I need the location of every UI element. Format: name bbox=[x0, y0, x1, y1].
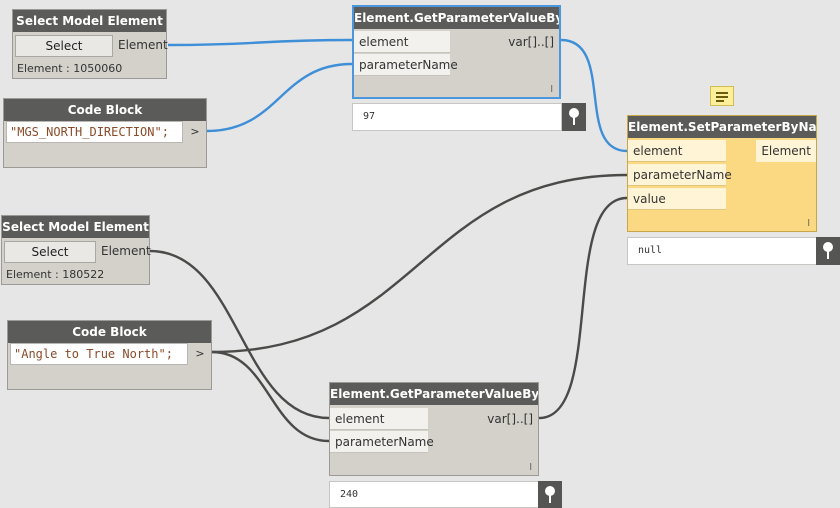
input-port-element[interactable]: element bbox=[354, 31, 450, 53]
pin-button[interactable] bbox=[562, 103, 586, 131]
code-input[interactable]: "MGS_NORTH_DIRECTION"; bbox=[6, 121, 183, 143]
lacing-indicator[interactable]: l bbox=[550, 85, 553, 95]
output-port-element[interactable]: Element bbox=[101, 244, 151, 258]
message-icon[interactable] bbox=[710, 86, 734, 106]
preview-bubble-2[interactable]: 240 bbox=[329, 481, 539, 508]
pin-button[interactable] bbox=[538, 481, 562, 508]
pin-button[interactable] bbox=[816, 237, 840, 265]
pin-icon bbox=[545, 486, 555, 503]
get-parameter-value-node-1[interactable]: Element.GetParameterValueByName element … bbox=[352, 5, 561, 99]
get-parameter-value-node-2[interactable]: Element.GetParameterValueByName element … bbox=[329, 382, 539, 476]
selected-element-id: Element : 180522 bbox=[6, 268, 105, 281]
wire-getparam1-to-setparam-element[interactable] bbox=[560, 38, 628, 153]
select-model-element-node-1[interactable]: Select Model Element Select Element Elem… bbox=[12, 9, 168, 79]
code-block-node-2[interactable]: Code Block "Angle to True North"; > bbox=[7, 320, 212, 390]
node-title[interactable]: Element.GetParameterValueByName bbox=[354, 7, 559, 29]
code-block-node-1[interactable]: Code Block "MGS_NORTH_DIRECTION"; > bbox=[3, 98, 207, 168]
node-title[interactable]: Element.SetParameterByName bbox=[628, 116, 816, 138]
lacing-indicator[interactable]: l bbox=[529, 463, 532, 473]
output-port[interactable]: > bbox=[190, 125, 200, 138]
wire-code2-to-setparam-parametername[interactable] bbox=[211, 173, 628, 354]
input-port-value[interactable]: value bbox=[628, 188, 726, 210]
input-port-element[interactable]: element bbox=[628, 140, 726, 162]
selected-element-id: Element : 1050060 bbox=[17, 62, 123, 75]
input-port-element[interactable]: element bbox=[330, 408, 428, 430]
preview-bubble-set[interactable]: null bbox=[627, 237, 817, 265]
output-port-element[interactable]: Element bbox=[118, 38, 168, 52]
wire-code2-to-getparam2-parametername[interactable] bbox=[211, 350, 330, 443]
node-title[interactable]: Select Model Element bbox=[2, 216, 149, 238]
lacing-indicator[interactable]: l bbox=[807, 219, 810, 229]
node-title[interactable]: Code Block bbox=[4, 99, 206, 121]
node-title[interactable]: Select Model Element bbox=[13, 10, 166, 32]
input-port-parametername[interactable]: parameterName bbox=[354, 54, 458, 76]
output-port-element[interactable]: Element bbox=[756, 140, 816, 162]
input-port-parametername[interactable]: parameterName bbox=[628, 164, 732, 186]
pin-icon bbox=[569, 108, 579, 125]
input-port-parametername[interactable]: parameterName bbox=[330, 431, 434, 453]
set-parameter-by-name-node[interactable]: Element.SetParameterByName element param… bbox=[627, 115, 817, 232]
pin-icon bbox=[823, 242, 833, 259]
wire-code1-to-getparam1-parametername[interactable] bbox=[206, 62, 353, 133]
select-button[interactable]: Select bbox=[4, 241, 96, 263]
select-model-element-node-2[interactable]: Select Model Element Select Element Elem… bbox=[1, 215, 151, 285]
output-port-var[interactable]: var[]..[] bbox=[508, 35, 554, 49]
preview-bubble-1[interactable]: 97 bbox=[352, 103, 562, 131]
output-port-var[interactable]: var[]..[] bbox=[487, 412, 533, 426]
wire-getparam2-to-setparam-value[interactable] bbox=[538, 196, 628, 420]
select-button[interactable]: Select bbox=[15, 35, 113, 57]
output-port[interactable]: > bbox=[195, 347, 205, 360]
node-title[interactable]: Code Block bbox=[8, 321, 211, 343]
code-input[interactable]: "Angle to True North"; bbox=[10, 343, 188, 365]
node-title[interactable]: Element.GetParameterValueByName bbox=[330, 383, 538, 405]
wire-select1-to-getparam1-element[interactable] bbox=[167, 38, 353, 47]
